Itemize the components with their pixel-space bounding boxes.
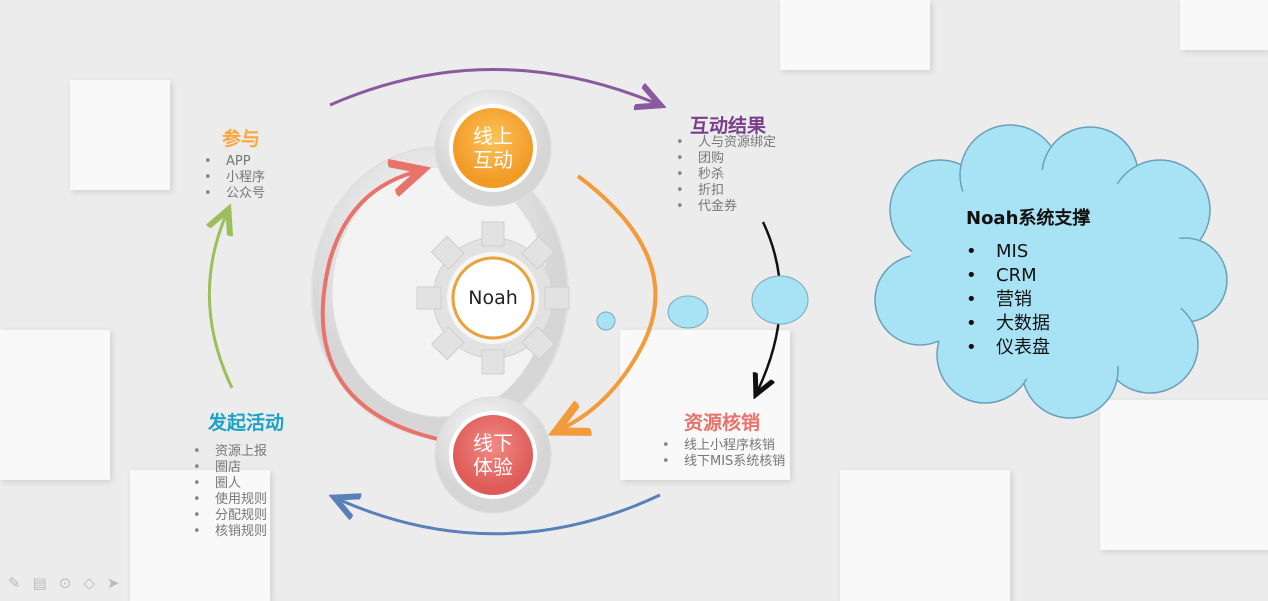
- node-offline-label: 线下体验: [453, 431, 533, 479]
- list-item: 代金券: [676, 199, 776, 215]
- list-item: 圈店: [193, 460, 267, 476]
- node-line: 线下: [473, 431, 513, 455]
- writeoff-title: 资源核销: [684, 412, 761, 434]
- list-item: 仪表盘: [966, 336, 1090, 360]
- list-item: 圈人: [193, 476, 267, 492]
- arrow-online-to-offline: [563, 174, 658, 428]
- thought-bubble: [667, 295, 709, 329]
- node-offline-experience: [449, 411, 537, 499]
- list-item: 使用规则: [193, 492, 267, 508]
- node-line: 体验: [473, 455, 513, 479]
- center-label: Noah: [468, 287, 518, 309]
- node-online-label: 线上互动: [453, 124, 533, 172]
- node-line: 线上: [473, 124, 513, 148]
- bg-tile: [840, 470, 1010, 601]
- list-item: 核销规则: [193, 524, 267, 540]
- list-item: CRM: [966, 264, 1090, 288]
- list-item: 团购: [676, 151, 776, 167]
- gear-icon: [416, 221, 570, 375]
- writeoff-list: 线上小程序核销 线下MIS系统核销: [662, 438, 785, 470]
- node-online-interaction: [449, 104, 537, 192]
- list-item: 资源上报: [193, 444, 267, 460]
- list-item: 小程序: [204, 170, 265, 186]
- list-item: 营销: [966, 288, 1090, 312]
- arrow-offline-to-online: [320, 172, 471, 447]
- list-item: 折扣: [676, 183, 776, 199]
- cloud-content: Noah系统支撑 MIS CRM 营销 大数据 仪表盘: [966, 204, 1090, 360]
- participate-list: APP 小程序 公众号: [204, 154, 265, 202]
- pen-icon[interactable]: ✎: [8, 574, 21, 592]
- thought-bubble: [596, 311, 616, 331]
- list-item: 分配规则: [193, 508, 267, 524]
- launch-title: 发起活动: [208, 412, 285, 434]
- arrow-writeoff-to-launch: [340, 495, 661, 536]
- bg-tile: [1180, 0, 1268, 50]
- slides-icon[interactable]: ▤: [32, 574, 47, 592]
- list-item: MIS: [966, 240, 1090, 264]
- list-item: 人与资源绑定: [676, 135, 776, 151]
- list-item: 线上小程序核销: [662, 438, 785, 454]
- bg-tile: [780, 0, 930, 70]
- cloud-title: Noah系统支撑: [966, 208, 1091, 229]
- participate-title: 参与: [222, 128, 261, 150]
- arrow-participate-to-results: [329, 68, 655, 105]
- bg-tile: [1100, 400, 1268, 550]
- node-line: 互动: [473, 148, 513, 172]
- bg-tile: [0, 330, 110, 480]
- zoom-icon[interactable]: ⊙: [58, 574, 72, 592]
- slideshow-toolbar: ✎ ▤ ⊙ ◇ ➤: [8, 574, 119, 592]
- results-title: 互动结果: [690, 115, 767, 137]
- list-item: 秒杀: [676, 167, 776, 183]
- list-item: 线下MIS系统核销: [662, 454, 785, 470]
- thought-bubble: [751, 275, 809, 325]
- launch-list: 资源上报 圈店 圈人 使用规则 分配规则 核销规则: [193, 444, 267, 540]
- results-list: 人与资源绑定 团购 秒杀 折扣 代金券: [676, 135, 776, 215]
- list-item: 大数据: [966, 312, 1090, 336]
- bg-tile: [70, 80, 170, 190]
- pointer-icon[interactable]: ➤: [106, 574, 120, 592]
- arrow-launch-to-participate: [209, 215, 234, 389]
- eraser-icon[interactable]: ◇: [83, 574, 95, 592]
- list-item: APP: [204, 154, 265, 170]
- cloud-list: MIS CRM 营销 大数据 仪表盘: [966, 240, 1090, 360]
- list-item: 公众号: [204, 186, 265, 202]
